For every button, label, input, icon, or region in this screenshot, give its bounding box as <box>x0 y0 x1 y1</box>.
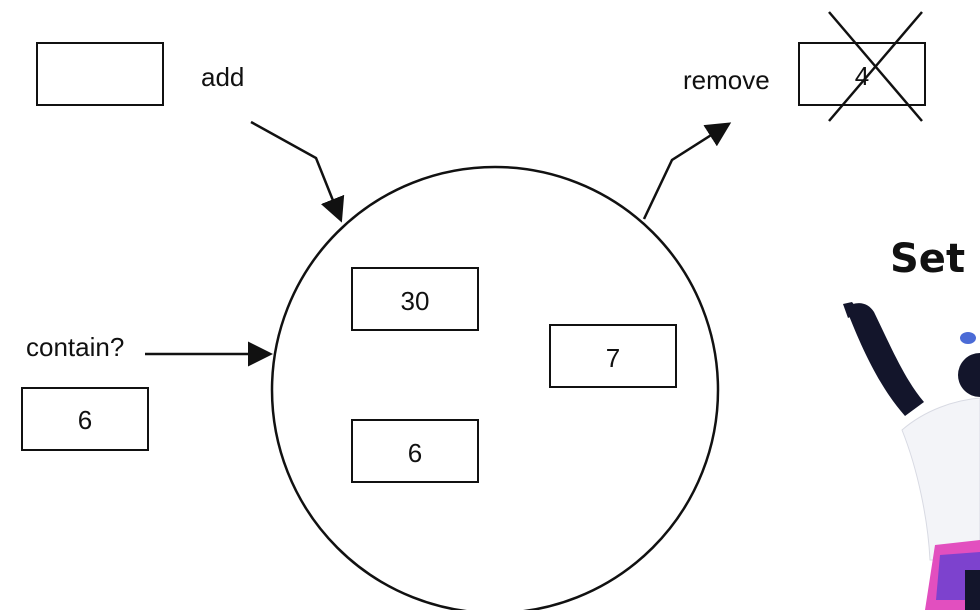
cross-line-2 <box>828 11 923 122</box>
contain-label: contain? <box>26 332 124 362</box>
removed-item-value: 4 <box>855 61 869 91</box>
set-circle <box>270 165 720 610</box>
query-item-value: 6 <box>78 405 92 435</box>
removed-item-box <box>798 42 926 106</box>
remove-arrow <box>642 122 732 220</box>
set-element-value: 7 <box>606 343 620 373</box>
torso-shape <box>901 397 980 561</box>
shoe-shape <box>965 570 980 610</box>
add-label: add <box>201 62 244 92</box>
set-element-value: 30 <box>401 286 430 316</box>
raised-arm-shape <box>846 303 924 416</box>
add-arrow <box>250 120 345 223</box>
set-element-box <box>549 324 677 388</box>
set-title: Set <box>890 236 965 282</box>
query-item-box <box>21 387 149 451</box>
remove-label: remove <box>683 65 770 95</box>
set-element-value: 6 <box>408 438 422 468</box>
add-item-box <box>36 42 164 106</box>
head-shape <box>958 353 980 397</box>
set-element-box <box>351 419 479 483</box>
set-element-box <box>351 267 479 331</box>
hair-accent-shape <box>960 332 976 344</box>
person-illustration <box>843 302 980 610</box>
hand-shape <box>843 302 860 318</box>
